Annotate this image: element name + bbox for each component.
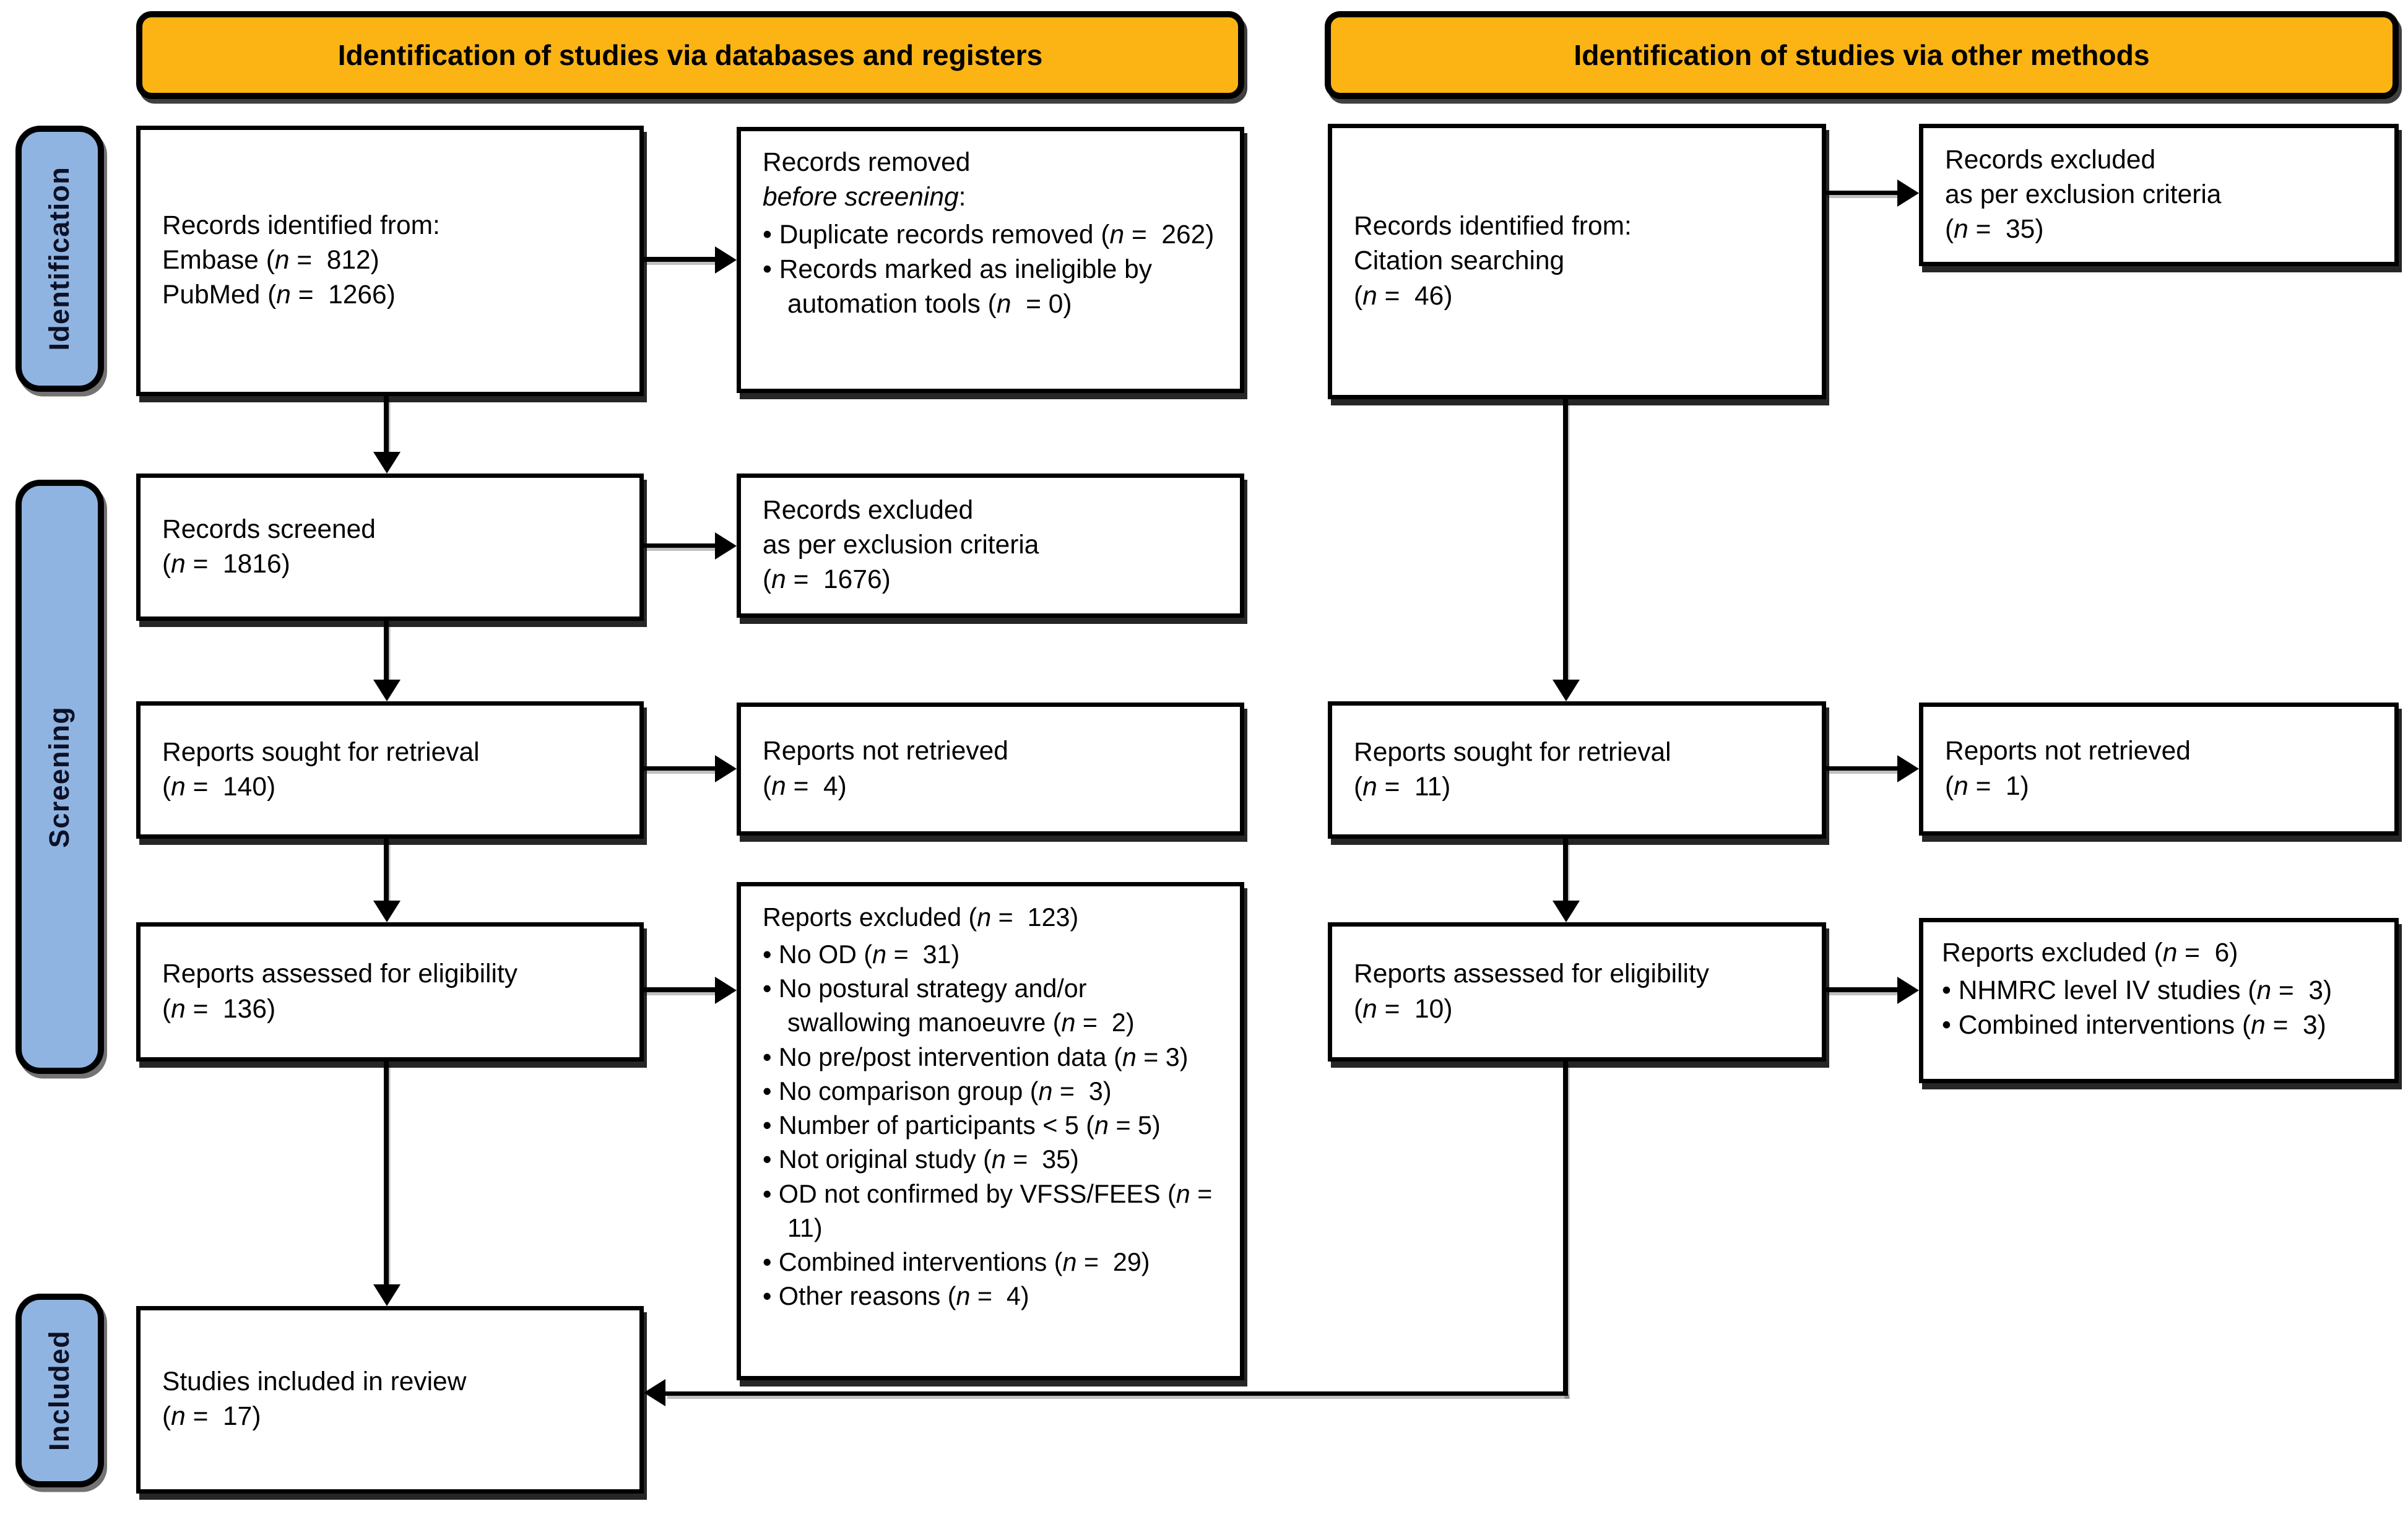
bullet-item: Number of participants < 5 (n = 5) bbox=[763, 1109, 1215, 1143]
arrow-line bbox=[384, 620, 389, 680]
header-databases-label: Identification of studies via databases … bbox=[337, 38, 1043, 71]
arrow-line bbox=[1563, 839, 1568, 901]
arrow-head-right-icon bbox=[715, 246, 737, 274]
arrow-head-down-icon bbox=[373, 679, 401, 701]
bullet-item: Not original study (n = 35) bbox=[763, 1143, 1215, 1177]
bullet-item: OD not confirmed by VFSS/FEES (n = 11) bbox=[763, 1177, 1215, 1246]
bullet-item: Combined interventions (n = 3) bbox=[1942, 1008, 2370, 1043]
phase-screening: Screening bbox=[15, 480, 104, 1074]
bullet-item: Combined interventions (n = 29) bbox=[763, 1245, 1215, 1279]
arrow-head-down-icon bbox=[373, 901, 401, 922]
arrow-head-right-icon bbox=[715, 755, 737, 782]
arrow-head-right-icon bbox=[715, 976, 737, 1004]
box-reports-assessed-other: Reports assessed for eligibility (n = 10… bbox=[1328, 922, 1826, 1062]
bullet-item: No comparison group (n = 3) bbox=[763, 1075, 1215, 1109]
arrow-line bbox=[644, 987, 715, 992]
bullet-item: No OD (n = 31) bbox=[763, 938, 1215, 972]
bullet-item: Other reasons (n = 4) bbox=[763, 1279, 1215, 1313]
box-text: Reports assessed for eligibility (n = 10… bbox=[1354, 959, 1709, 1024]
arrow-line bbox=[1826, 987, 1897, 992]
arrow-line bbox=[384, 1062, 389, 1284]
header-other-methods: Identification of studies via other meth… bbox=[1325, 11, 2399, 99]
arrow-line bbox=[644, 257, 715, 262]
phase-included-label: Included bbox=[43, 1330, 76, 1451]
box-text: Reports not retrieved (n = 1) bbox=[1945, 737, 2191, 801]
bullet-item: No pre/post intervention data (n = 3) bbox=[763, 1040, 1215, 1075]
arrow-line bbox=[1826, 766, 1897, 771]
box-text: Reports not retrieved (n = 4) bbox=[763, 737, 1008, 801]
arrow-head-down-icon bbox=[373, 1284, 401, 1306]
bullet-list: NHMRC level IV studies (n = 3)Combined i… bbox=[1942, 974, 2370, 1043]
bullet-item: NHMRC level IV studies (n = 3) bbox=[1942, 974, 2370, 1008]
box-reports-assessed-databases: Reports assessed for eligibility (n = 13… bbox=[136, 922, 644, 1062]
box-title: Reports excluded (n = 6) bbox=[1942, 938, 2238, 967]
arrow-head-right-icon bbox=[1897, 755, 1919, 782]
arrow-line bbox=[384, 839, 389, 901]
box-text: Records screened (n = 1816) bbox=[162, 514, 376, 579]
box-records-excluded-other: Records excluded as per exclusion criter… bbox=[1919, 124, 2399, 266]
header-databases-registers: Identification of studies via databases … bbox=[136, 11, 1244, 99]
box-records-removed-before-screening: Records removed before screening: Duplic… bbox=[737, 127, 1244, 393]
arrow-line bbox=[1826, 190, 1897, 195]
box-records-identified-citation: Records identified from: Citation search… bbox=[1328, 124, 1826, 399]
arrow-line bbox=[384, 396, 389, 455]
box-title: Reports excluded (n = 123) bbox=[763, 902, 1079, 932]
arrow-head-down-icon bbox=[1552, 679, 1580, 701]
phase-included: Included bbox=[15, 1294, 104, 1487]
box-records-screened: Records screened (n = 1816) bbox=[136, 474, 644, 621]
box-text: Records identified from: Citation search… bbox=[1354, 212, 1632, 311]
arrow-head-down-icon bbox=[373, 452, 401, 474]
box-text: Studies included in review (n = 17) bbox=[162, 1367, 467, 1432]
box-text: Records identified from: Embase (n = 812… bbox=[162, 211, 440, 310]
arrow-line bbox=[644, 766, 715, 771]
arrow-head-right-icon bbox=[1897, 976, 1919, 1004]
box-title: Records removed before screening: bbox=[763, 147, 971, 212]
arrow-head-right-icon bbox=[1897, 180, 1919, 207]
box-text: Reports assessed for eligibility (n = 13… bbox=[162, 959, 518, 1024]
box-reports-excluded-other: Reports excluded (n = 6) NHMRC level IV … bbox=[1919, 917, 2399, 1083]
arrow-head-right-icon bbox=[715, 532, 737, 560]
bullet-item: Records marked as ineligible by automati… bbox=[763, 253, 1215, 322]
box-records-excluded-databases: Records excluded as per exclusion criter… bbox=[737, 474, 1244, 618]
arrow-line bbox=[644, 543, 715, 548]
box-studies-included: Studies included in review (n = 17) bbox=[136, 1306, 644, 1494]
box-text: Records excluded as per exclusion criter… bbox=[1945, 145, 2222, 244]
header-other-label: Identification of studies via other meth… bbox=[1574, 38, 2150, 71]
bullet-list: No OD (n = 31)No postural strategy and/o… bbox=[763, 938, 1215, 1314]
arrow-head-left-icon bbox=[644, 1378, 665, 1406]
arrow-line bbox=[1563, 399, 1568, 680]
phase-identification: Identification bbox=[15, 125, 104, 392]
box-records-identified-databases: Records identified from: Embase (n = 812… bbox=[136, 125, 644, 396]
bullet-item: Duplicate records removed (n = 262) bbox=[763, 218, 1215, 253]
arrow-head-down-icon bbox=[1552, 901, 1580, 922]
bullet-item: No postural strategy and/or swallowing m… bbox=[763, 972, 1215, 1040]
box-text: Reports sought for retrieval (n = 140) bbox=[162, 737, 480, 802]
box-text: Records excluded as per exclusion criter… bbox=[763, 496, 1039, 595]
box-reports-not-retrieved-databases: Reports not retrieved (n = 4) bbox=[737, 703, 1244, 836]
box-reports-excluded-databases: Reports excluded (n = 123) No OD (n = 31… bbox=[737, 882, 1244, 1380]
box-reports-not-retrieved-other: Reports not retrieved (n = 1) bbox=[1919, 703, 2399, 836]
arrow-line bbox=[665, 1391, 1568, 1396]
box-text: Reports sought for retrieval (n = 11) bbox=[1354, 737, 1671, 802]
bullet-list: Duplicate records removed (n = 262)Recor… bbox=[763, 218, 1215, 322]
phase-identification-label: Identification bbox=[43, 166, 76, 351]
phase-screening-label: Screening bbox=[43, 706, 76, 848]
box-reports-sought-databases: Reports sought for retrieval (n = 140) bbox=[136, 701, 644, 839]
arrow-line bbox=[1563, 1062, 1568, 1396]
box-reports-sought-other: Reports sought for retrieval (n = 11) bbox=[1328, 701, 1826, 839]
